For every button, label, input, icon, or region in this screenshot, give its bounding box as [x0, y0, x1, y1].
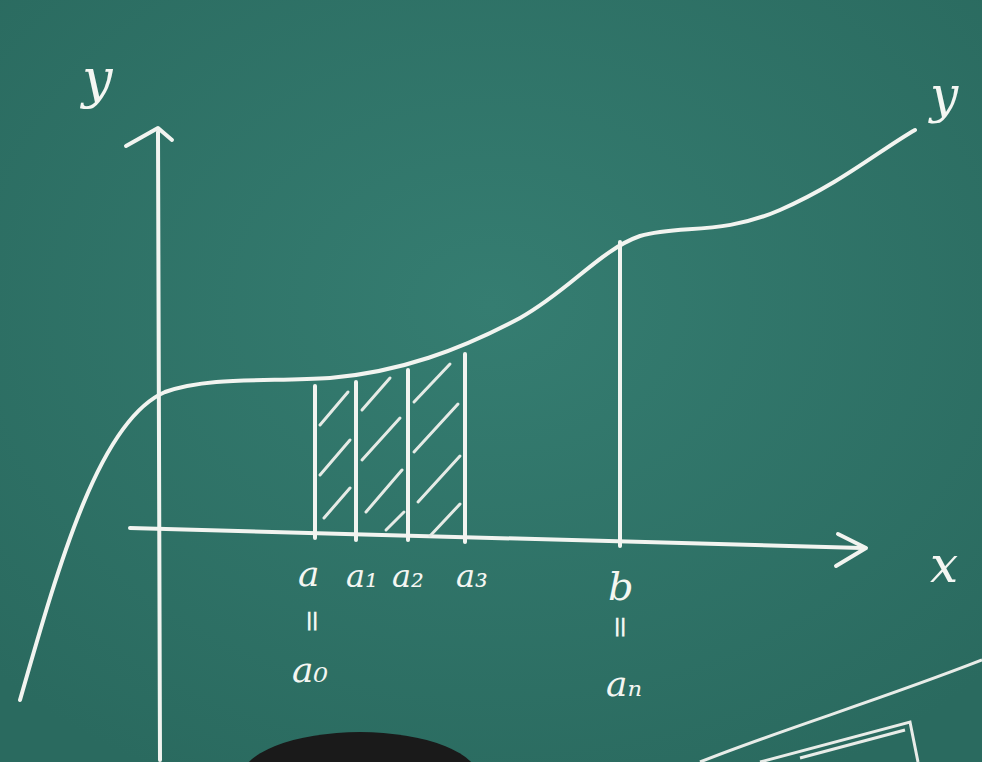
- y-axis-arrowhead: [126, 128, 172, 146]
- point-label: a₁: [346, 560, 378, 592]
- upper-bound-line: [618, 242, 622, 546]
- axis-label: x: [930, 540, 958, 590]
- axis-label: y: [82, 52, 113, 106]
- y-axis: [158, 132, 160, 760]
- partial-chalk-drawing: [700, 660, 982, 762]
- x-axis-arrowhead: [836, 534, 866, 566]
- hatching: [320, 364, 460, 536]
- head-silhouette: [240, 732, 480, 762]
- point-label: a₀: [292, 652, 328, 688]
- function-curve: [20, 130, 915, 700]
- point-label: aₙ: [606, 666, 642, 702]
- point-label: b: [608, 566, 634, 606]
- partition-line: [463, 354, 467, 542]
- point-label: a: [298, 556, 319, 592]
- point-label: a₃: [456, 560, 488, 592]
- partition-line: [406, 370, 410, 540]
- equals-sign: =: [298, 608, 328, 633]
- equals-sign: =: [606, 614, 636, 639]
- point-label: a₂: [392, 560, 424, 592]
- partition-line: [354, 382, 358, 540]
- x-axis: [130, 528, 862, 548]
- partition-line: [313, 386, 317, 538]
- axis-label: y: [930, 70, 958, 120]
